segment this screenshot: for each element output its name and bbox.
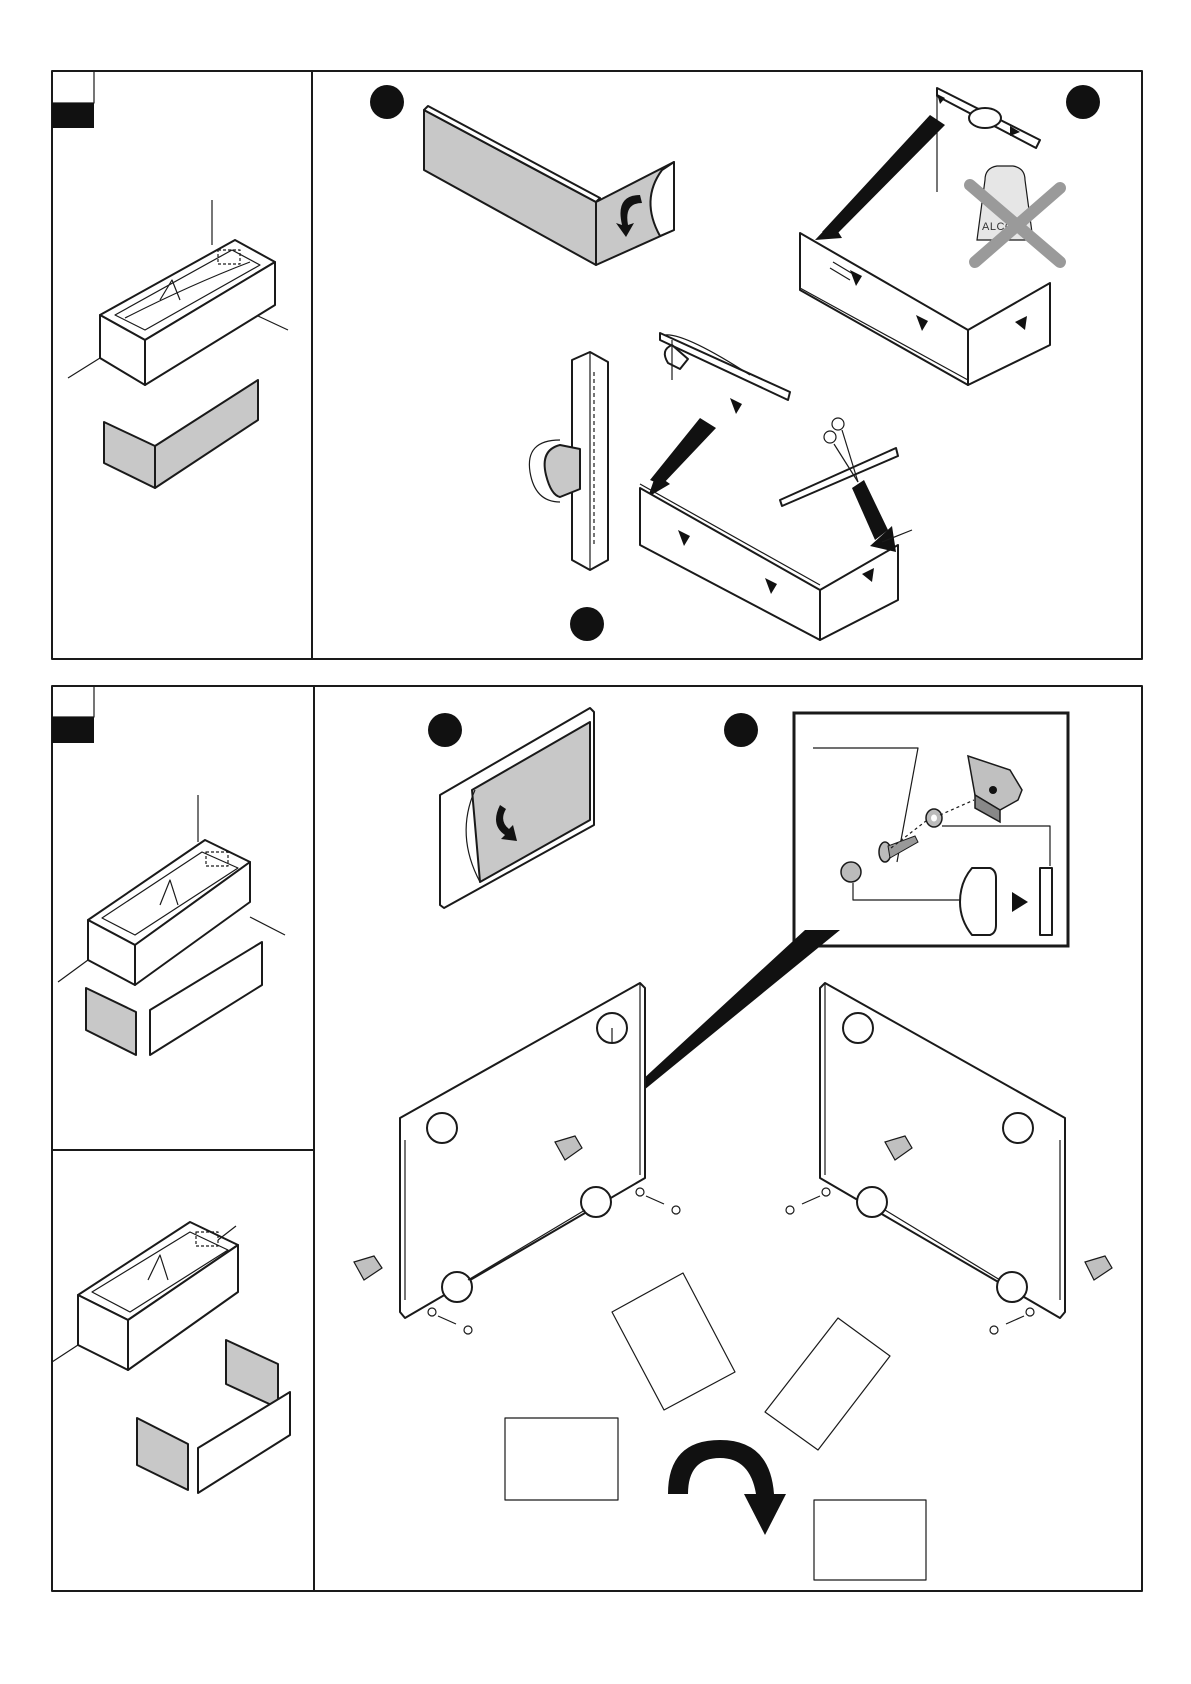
screw-cap-icon <box>841 862 861 882</box>
top-instruction-section: ALCOOL <box>52 71 1142 659</box>
peel-film-illustration <box>440 708 594 908</box>
section-badge <box>52 103 94 128</box>
no-alcohol-icon: ALCOOL <box>970 166 1060 262</box>
bottom-instruction-section <box>52 686 1142 1591</box>
placement-sheet <box>814 1500 926 1580</box>
scissors-icon <box>780 418 912 552</box>
placement-sheet <box>612 1273 735 1410</box>
side-panel-icon <box>86 988 136 1055</box>
step-2-marker <box>724 713 758 747</box>
end-panel-right <box>820 983 1065 1318</box>
front-panel-icon <box>104 380 258 488</box>
step-2-marker <box>1066 85 1100 119</box>
step-1-marker <box>370 85 404 119</box>
section-badge-outline <box>52 686 94 717</box>
front-panel-icon <box>198 1392 290 1493</box>
end-panel-left <box>400 983 645 1318</box>
placement-sheet <box>505 1418 618 1500</box>
placement-sheet <box>765 1318 890 1450</box>
bathtub-icon <box>52 1222 238 1370</box>
section-badge <box>52 717 94 743</box>
washer-icon <box>926 809 942 827</box>
peel-film-illustration <box>424 106 674 265</box>
section-badge-outline <box>52 71 94 103</box>
step-3-marker <box>570 607 604 641</box>
step-1-marker <box>428 713 462 747</box>
tape-post-illustration <box>529 352 608 570</box>
rotate-arrow-icon <box>668 1440 786 1535</box>
bathtub-icon <box>68 200 288 385</box>
